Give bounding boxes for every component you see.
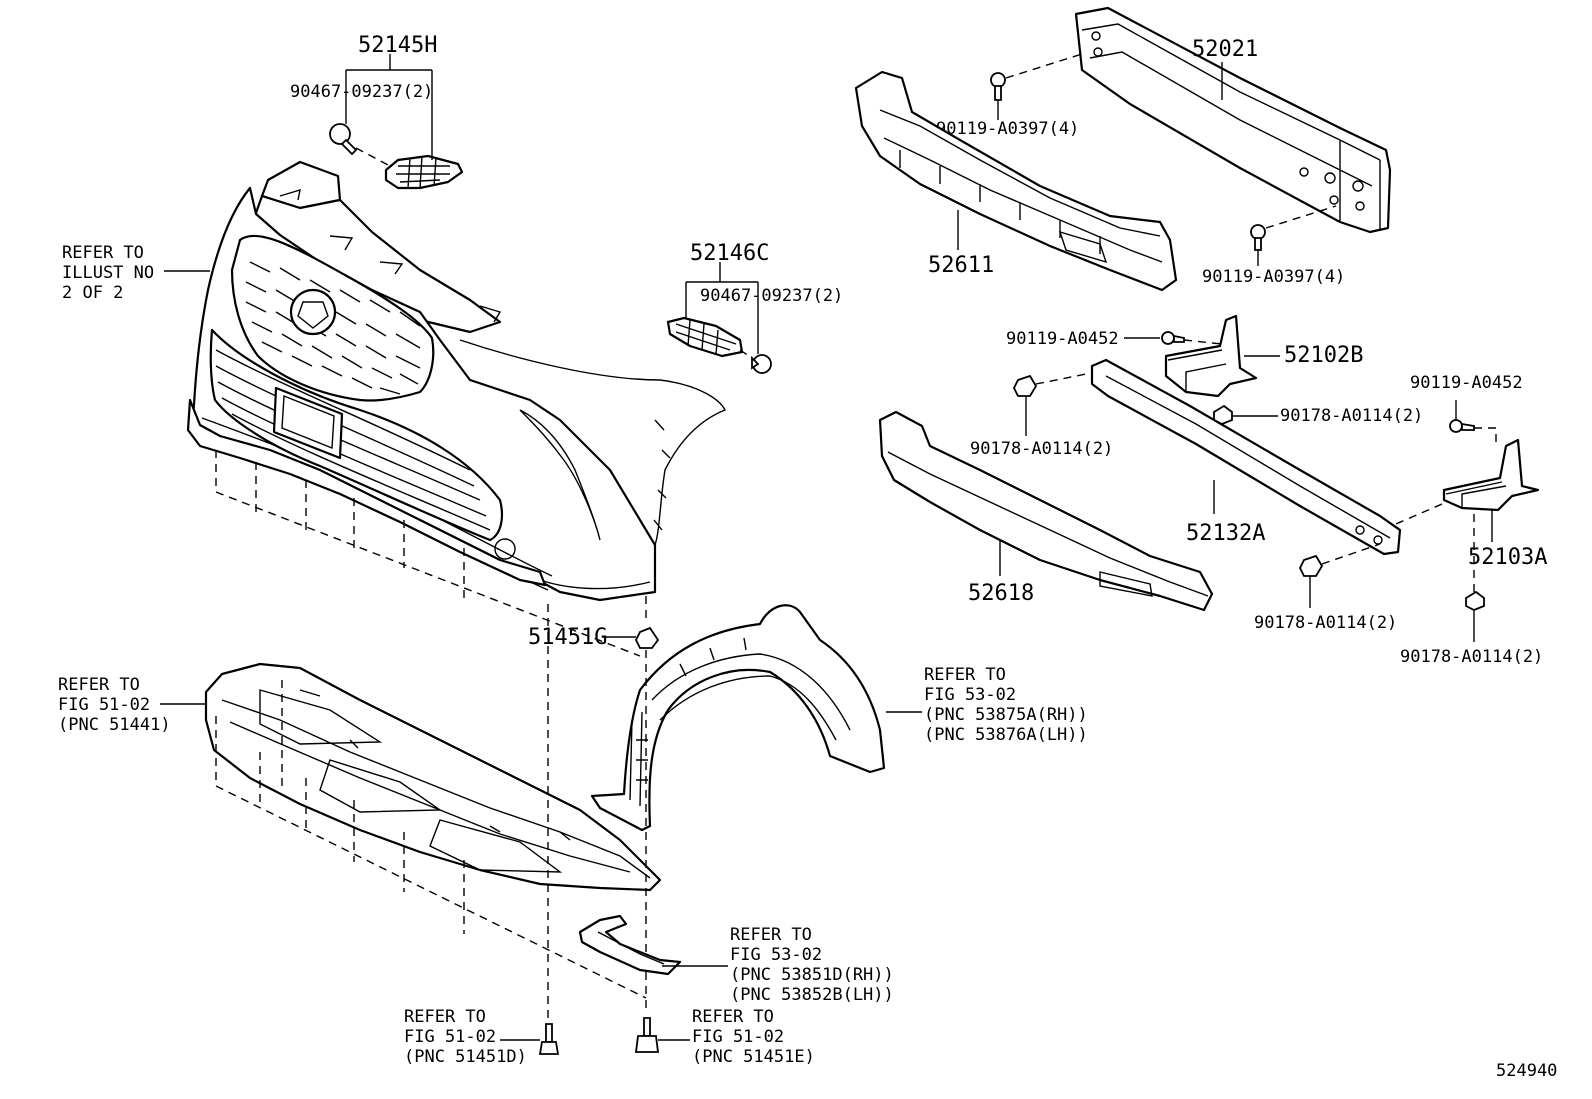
label-52146c: 52146C: [690, 241, 769, 266]
clip-90467-mid: [751, 354, 772, 374]
label-51451g: 51451G: [528, 625, 607, 650]
bolt-51451e: [634, 1017, 660, 1053]
bracket-52145h: [384, 154, 464, 190]
fender-seal: [578, 914, 682, 976]
refer-undercover-callout: REFER TO FIG 51-02 (PNC 51441): [58, 675, 206, 735]
svg-text:REFER TO: REFER TO: [62, 243, 144, 263]
svg-text:2 OF 2: 2 OF 2: [62, 283, 123, 303]
bracket-52102b: [1164, 314, 1258, 398]
svg-text:REFER TO: REFER TO: [924, 665, 1006, 685]
svg-text:(PNC 53852B(LH)): (PNC 53852B(LH)): [730, 985, 894, 1005]
nut-90178-a0114-lowright: [1465, 590, 1485, 611]
fender-liner: [590, 604, 886, 832]
label-90178-a0114-left: 90178-A0114(2): [970, 439, 1113, 459]
svg-text:(PNC 51451D): (PNC 51451D): [404, 1047, 527, 1067]
bumper-reinforcement-52021: [1074, 6, 1392, 234]
svg-text:ILLUST NO: ILLUST NO: [62, 263, 154, 283]
svg-text:(PNC 53851D(RH)): (PNC 53851D(RH)): [730, 965, 894, 985]
svg-text:REFER TO: REFER TO: [58, 675, 140, 695]
illustration-number: 524940: [1496, 1061, 1557, 1081]
refer-liner-callout: REFER TO FIG 53-02 (PNC 53875A(RH)) (PNC…: [886, 665, 1088, 745]
svg-text:(PNC 51451E): (PNC 51451E): [692, 1047, 815, 1067]
label-90119-a0452-right: 90119-A0452: [1410, 373, 1523, 393]
svg-text:REFER TO: REFER TO: [404, 1007, 486, 1027]
energy-absorber-52611: [854, 70, 1178, 292]
refer-seal-callout: REFER TO FIG 53-02 (PNC 53851D(RH)) (PNC…: [662, 925, 894, 1005]
svg-text:REFER TO: REFER TO: [730, 925, 812, 945]
refer-bolt-e-callout: REFER TO FIG 51-02 (PNC 51451E): [692, 1007, 815, 1067]
svg-text:FIG 53-02: FIG 53-02: [730, 945, 822, 965]
clip-90467-top: [329, 123, 358, 156]
bolt-90119-a0397-bottom: [1250, 224, 1266, 251]
label-52618: 52618: [968, 581, 1034, 606]
svg-text:(PNC 53875A(RH)): (PNC 53875A(RH)): [924, 705, 1088, 725]
bolt-90119-a0452-left: [1161, 331, 1185, 345]
bolt-51451d: [538, 1023, 560, 1055]
lower-reinforcement-52618: [878, 410, 1214, 612]
label-90178-a0114-mid: 90178-A0114(2): [1280, 406, 1423, 426]
front-bumper-cover: [186, 160, 726, 602]
label-90119-a0452-left: 90119-A0452: [1006, 329, 1119, 349]
label-52103a: 52103A: [1468, 545, 1547, 570]
svg-text:FIG 51-02: FIG 51-02: [692, 1027, 784, 1047]
label-52611: 52611: [928, 253, 994, 278]
bumper-arm-52132a: [1090, 358, 1402, 556]
label-90467-09237-top: 90467-09237(2): [290, 82, 433, 102]
label-52132a: 52132A: [1186, 521, 1265, 546]
label-90119-a0397-top: 90119-A0397(4): [936, 119, 1079, 139]
nut-90178-a0114-left: [1012, 374, 1038, 397]
bolt-90119-a0452-right: [1449, 419, 1475, 433]
label-90119-a0397-bottom: 90119-A0397(4): [1202, 267, 1345, 287]
bracket-52103a: [1442, 438, 1540, 512]
bolt-90119-a0397-top: [990, 72, 1006, 101]
nut-90178-a0114-low: [1298, 554, 1324, 577]
label-52102b: 52102B: [1284, 343, 1363, 368]
bracket-52146c: [666, 316, 744, 358]
label-90467-09237-mid: 90467-09237(2): [700, 286, 843, 306]
label-90178-a0114-low: 90178-A0114(2): [1254, 613, 1397, 633]
refer-bolt-d-callout: REFER TO FIG 51-02 (PNC 51451D): [404, 1007, 527, 1067]
label-90178-a0114-lowright: 90178-A0114(2): [1400, 647, 1543, 667]
label-52145h: 52145H: [358, 33, 437, 58]
svg-text:FIG 51-02: FIG 51-02: [404, 1027, 496, 1047]
label-52021: 52021: [1192, 37, 1258, 62]
svg-text:REFER TO: REFER TO: [692, 1007, 774, 1027]
engine-under-cover: [204, 662, 662, 892]
svg-text:(PNC 53876A(LH)): (PNC 53876A(LH)): [924, 725, 1088, 745]
svg-text:FIG 51-02: FIG 51-02: [58, 695, 150, 715]
clip-51451g: [634, 626, 660, 649]
svg-text:FIG 53-02: FIG 53-02: [924, 685, 1016, 705]
svg-text:(PNC 51441): (PNC 51441): [58, 715, 171, 735]
assembly-dashed-lines: [215, 450, 647, 1020]
refer-illust-callout: REFER TO ILLUST NO 2 OF 2: [62, 243, 210, 303]
